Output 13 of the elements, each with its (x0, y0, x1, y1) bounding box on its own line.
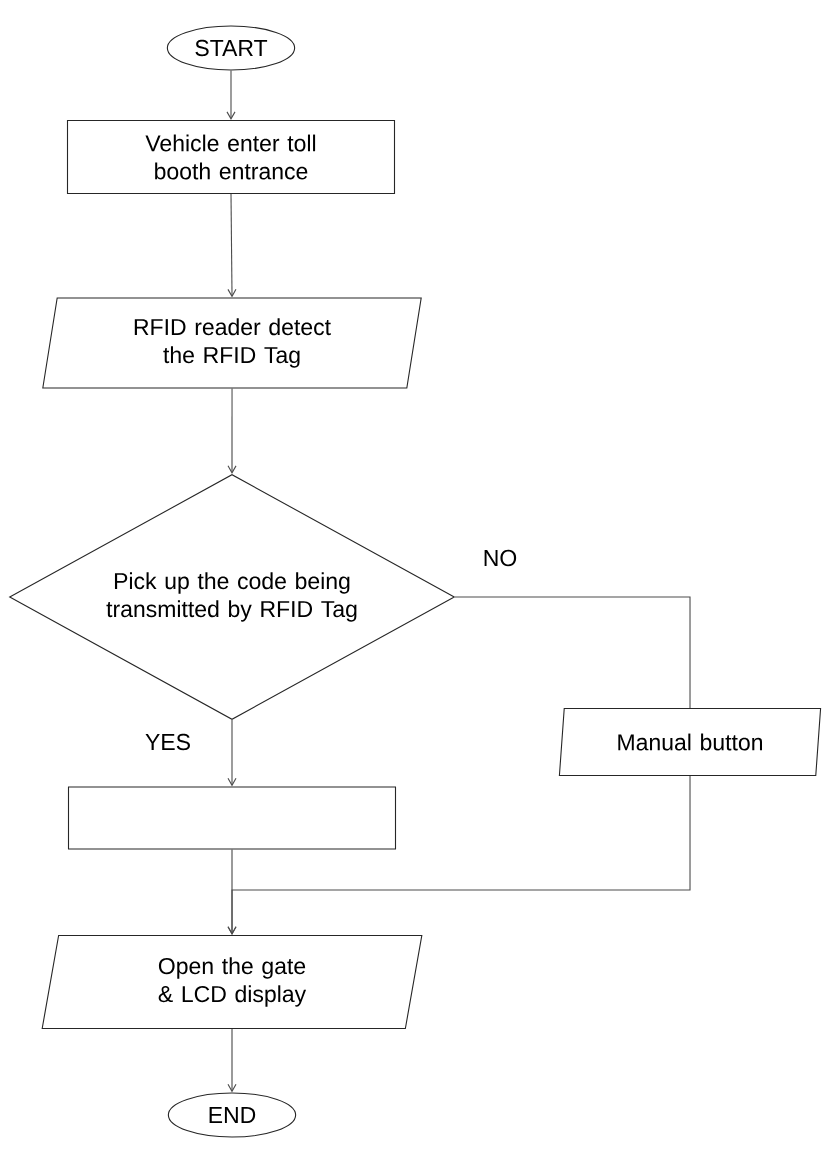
arrow (227, 1028, 237, 1093)
arrow (227, 849, 237, 935)
io-parallelogram: RFID reader detect the RFID Tag (42, 297, 422, 389)
arrow (227, 719, 237, 787)
arrow (227, 388, 237, 474)
edge-label: NO (480, 547, 520, 569)
io-parallelogram: Manual button (558, 707, 822, 777)
io-parallelogram: Open the gate & LCD display (41, 934, 423, 1030)
process-box: Vehicle enter toll booth entrance (66, 119, 396, 195)
arrow (226, 70, 236, 120)
arrow (227, 193, 237, 298)
process-box (67, 786, 397, 850)
edge-label: YES (143, 731, 193, 753)
